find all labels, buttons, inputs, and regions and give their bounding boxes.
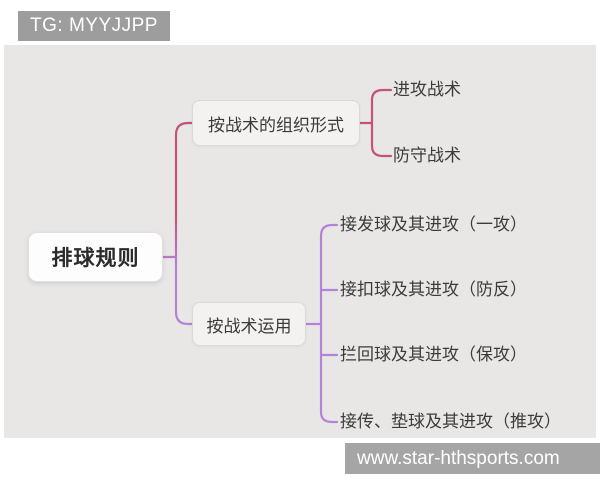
root-node-label: 排球规则	[51, 247, 140, 270]
leaf-label-spike-receive: 接扣球及其进攻（防反）	[340, 280, 527, 299]
leaf-label-serve-receive: 接发球及其进攻（一攻）	[340, 215, 527, 234]
site-watermark-banner: www.star-hthsports.com	[345, 443, 600, 474]
leaf-label-block-return: 拦回球及其进攻（保攻）	[340, 345, 527, 364]
root-node: 排球规则	[28, 232, 163, 282]
branch-node-label: 按战术运用	[206, 316, 292, 336]
branch-node-tactic-form: 按战术的组织形式	[192, 100, 360, 146]
leaf-label-pass-dig: 接传、垫球及其进攻（推攻）	[340, 412, 561, 431]
leaf-label-defense: 防守战术	[393, 146, 461, 165]
leaf-label-offense: 进攻战术	[393, 80, 461, 99]
branch-node-tactic-usage: 按战术运用	[192, 302, 306, 346]
tg-watermark-banner: TG: MYYJJPP	[18, 11, 170, 41]
branch-node-label: 按战术的组织形式	[208, 115, 344, 135]
